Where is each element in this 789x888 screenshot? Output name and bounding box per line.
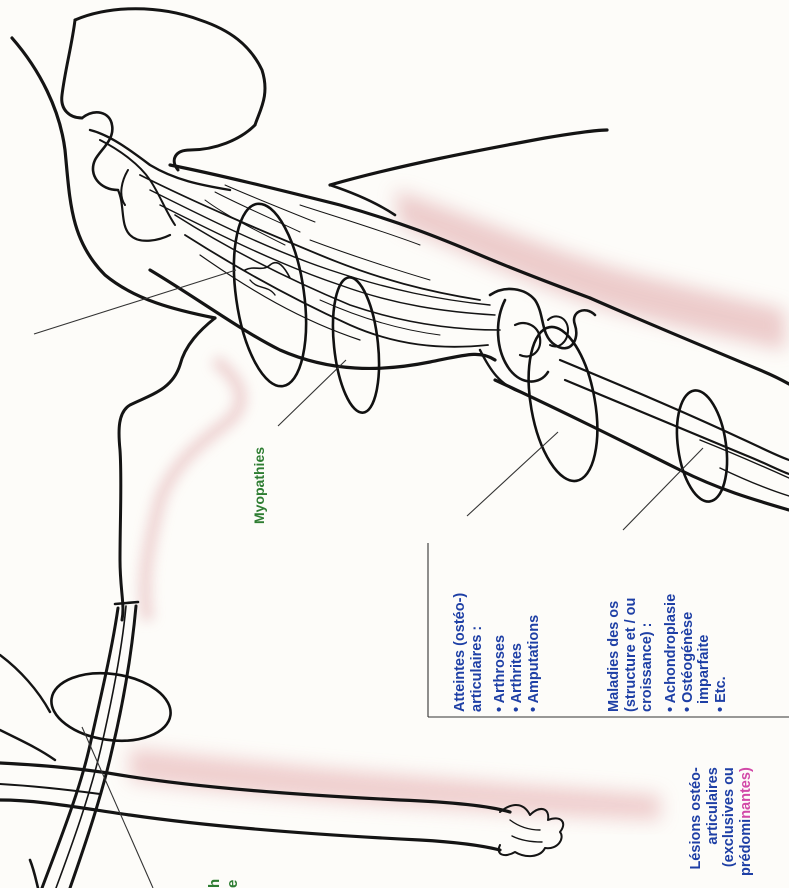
green-fragment-1: h	[206, 879, 223, 888]
torso-outline	[119, 318, 215, 620]
green-fragment-2: e	[224, 880, 241, 888]
lesions-line-2: articulaires	[705, 767, 722, 876]
bones-heading-1: Maladies des os	[606, 594, 623, 712]
bones-item: • Etc.	[713, 594, 730, 712]
bones-item: • Ostéogénèse	[680, 594, 697, 712]
articular-block: Atteintes (ostéo-) articulaires : • Arth…	[452, 593, 542, 712]
head-outline	[12, 38, 215, 318]
articular-heading-2: articulaires :	[469, 593, 486, 712]
ring-elbow	[518, 322, 608, 487]
lesions-block: Lésions ostéo- articulaires (exclusives …	[688, 767, 755, 876]
lesions-line-4-part-a: prédomi	[738, 819, 754, 876]
bones-item: imparfaite	[696, 594, 713, 712]
leader-articular	[467, 432, 558, 516]
skin-shading	[130, 190, 785, 820]
lesions-line-1: Lésions ostéo-	[688, 767, 705, 876]
lesions-line-3: (exclusives ou	[721, 767, 738, 876]
spacer	[485, 593, 492, 712]
leader-myopathies-2	[278, 360, 346, 426]
articular-item: • Arthroses	[492, 593, 509, 712]
bones-item: • Achondroplasie	[663, 594, 680, 712]
articular-item: • Arthrites	[509, 593, 526, 712]
ring-catheter	[47, 666, 175, 748]
spacer	[656, 594, 663, 712]
table-edge	[330, 130, 607, 185]
lesions-line-4: prédominantes)	[738, 767, 755, 876]
bones-block: Maladies des os (structure et / ou crois…	[606, 594, 730, 712]
forearm-bottom	[495, 380, 789, 510]
bones-heading-3: croissance) :	[639, 594, 656, 712]
lesions-line-4-part-b: nantes)	[738, 767, 754, 819]
ring-upper-arm-1	[224, 199, 317, 391]
catheter-tube	[42, 608, 118, 888]
upper-arm-bottom	[150, 270, 495, 368]
articular-item: • Amputations	[526, 593, 543, 712]
myopathies-label: Myopathies	[251, 447, 267, 524]
bones-heading-2: (structure et / ou	[623, 594, 640, 712]
articular-heading-1: Atteintes (ostéo-)	[452, 593, 469, 712]
